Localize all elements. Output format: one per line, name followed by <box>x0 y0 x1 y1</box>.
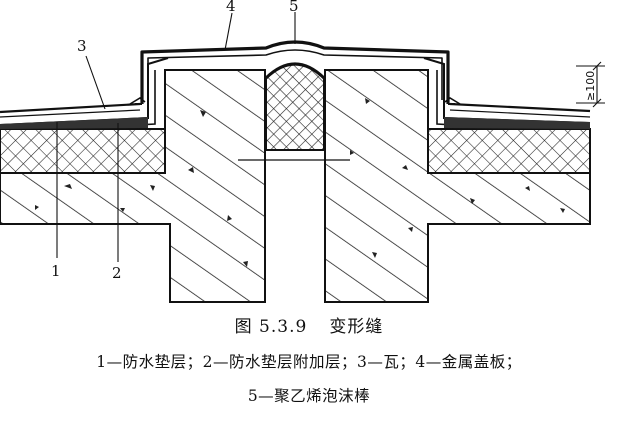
aggregate-specks <box>35 98 565 267</box>
legend-line-2: 5—聚乙烯泡沫棒 <box>247 387 371 405</box>
part-labels: 1 2 3 4 5 <box>51 0 299 282</box>
foam-rod <box>265 63 325 151</box>
right-insulation <box>427 128 591 174</box>
label-5: 5 <box>289 0 299 15</box>
leader-3 <box>85 55 106 110</box>
right-concrete-slab <box>324 69 591 303</box>
expansion-joint-drawing: 1 2 3 4 5 ≥100 <box>0 0 605 303</box>
waterproof-underlayment <box>0 57 591 129</box>
figure-caption: 图 5.3.9 变形缝 <box>0 312 618 337</box>
label-1: 1 <box>51 262 61 280</box>
joint-gap <box>265 150 325 302</box>
figure-number: 图 5.3.9 <box>234 317 308 337</box>
figure-title: 变形缝 <box>329 317 384 337</box>
dimension-marker <box>576 61 605 108</box>
label-3: 3 <box>77 37 87 55</box>
leader-lines <box>56 12 296 262</box>
leader-4 <box>224 12 233 51</box>
left-insulation <box>0 128 166 174</box>
dimension-label: ≥100 <box>584 71 597 101</box>
label-4: 4 <box>226 0 236 15</box>
label-2: 2 <box>112 264 122 282</box>
insulation-layers <box>0 128 591 174</box>
legend-line-1: 1—防水垫层；2—防水垫层附加层；3—瓦；4—金属盖板； <box>96 353 522 371</box>
